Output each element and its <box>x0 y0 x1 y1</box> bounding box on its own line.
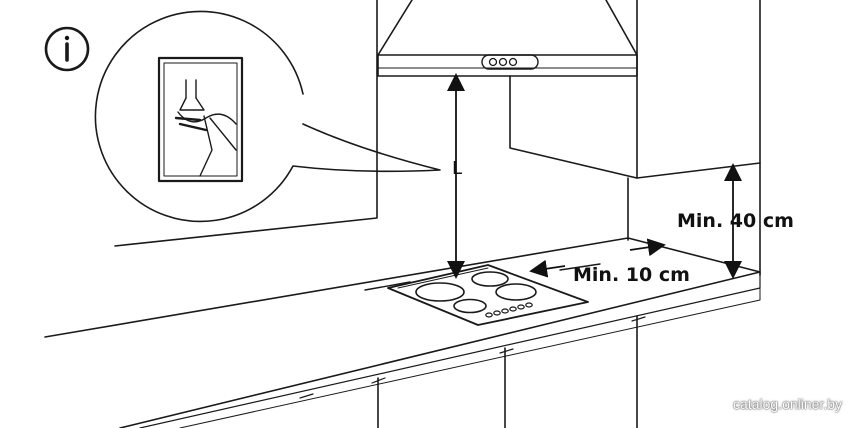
range-hood <box>377 0 638 77</box>
clearance-side-arrow-right <box>629 238 666 257</box>
clearance-side-label: Min. 10 cm <box>573 264 690 286</box>
base-cabinets <box>299 315 646 428</box>
distance-label: L <box>452 158 463 179</box>
info-icon <box>44 26 90 72</box>
wall-cabinet-left <box>114 0 378 247</box>
cooktop-knobs <box>485 302 533 318</box>
clearance-side-arrow <box>529 259 566 278</box>
wall-cabinet-right <box>509 0 761 241</box>
hood-wall-detail-icon <box>174 79 237 177</box>
clearance-top-label: Min. 40 cm <box>677 210 794 232</box>
watermark: catalog.onliner.by <box>733 396 842 412</box>
countertop <box>44 237 761 428</box>
detail-callout <box>94 10 441 223</box>
